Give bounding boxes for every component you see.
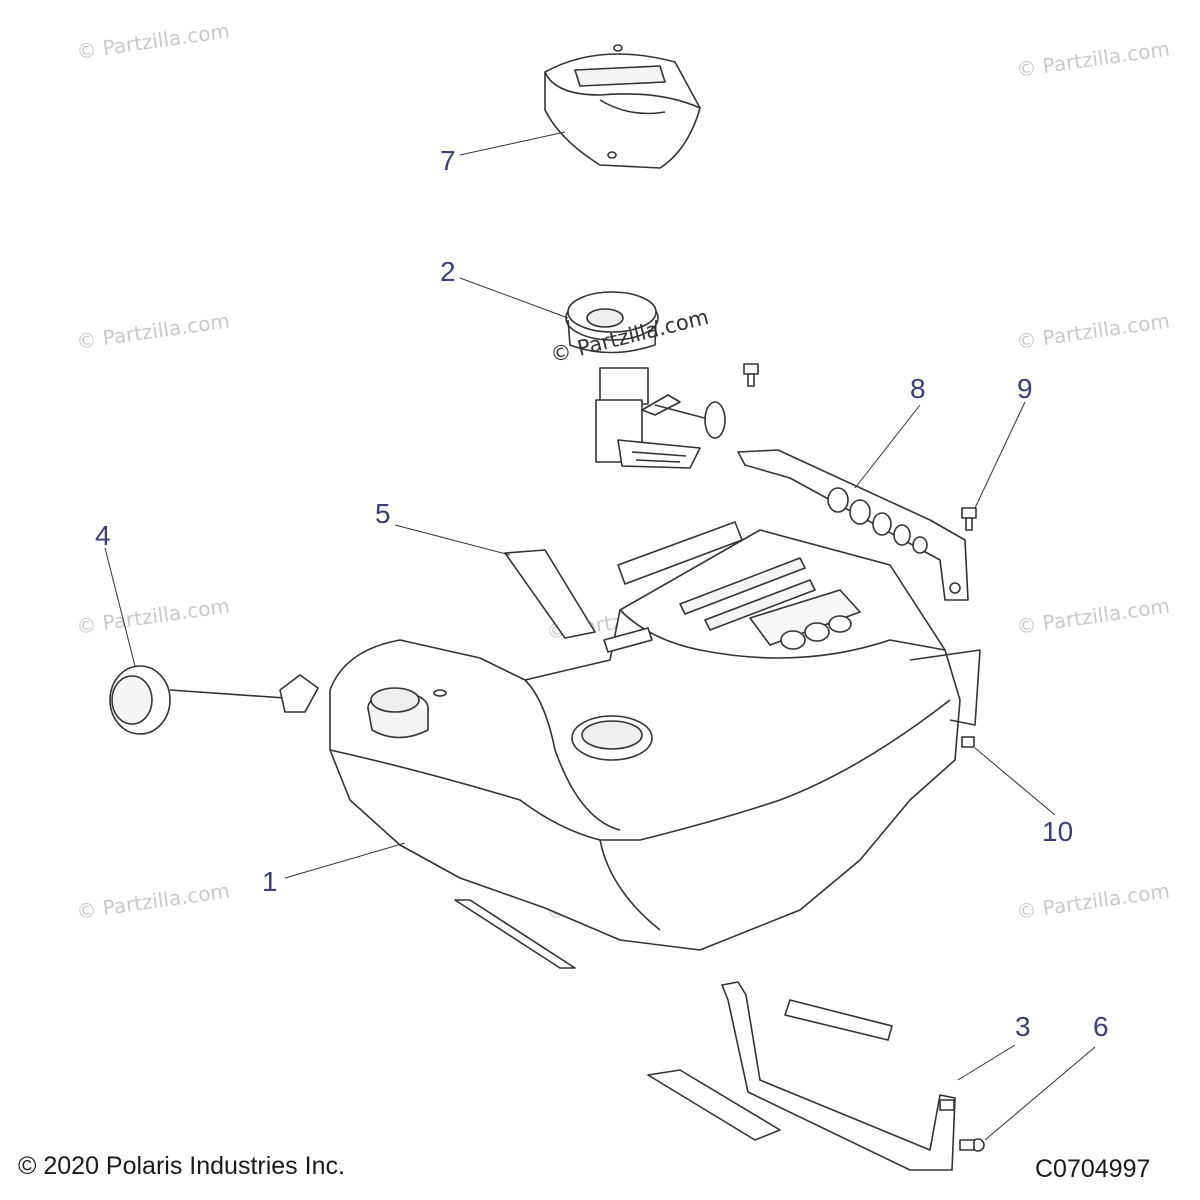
tank-strap bbox=[647, 981, 956, 1171]
callout-2[interactable]: 2 bbox=[440, 256, 456, 287]
diagram-code: C0704997 bbox=[1035, 1155, 1151, 1183]
callout-1[interactable]: 1 bbox=[262, 866, 278, 897]
callout-4[interactable]: 4 bbox=[95, 520, 111, 551]
bolt-9 bbox=[961, 507, 977, 531]
leader-lines bbox=[104, 131, 1096, 1141]
fuel-pump-cover bbox=[544, 44, 701, 169]
bolt bbox=[743, 363, 759, 387]
callout-10[interactable]: 10 bbox=[1042, 816, 1074, 847]
fuel-pump-assembly bbox=[565, 291, 726, 469]
callout-6[interactable]: 6 bbox=[1093, 1011, 1109, 1042]
tank-bracket bbox=[737, 449, 969, 601]
nut-10 bbox=[961, 736, 975, 748]
bolt-6 bbox=[959, 1138, 985, 1152]
fuel-cap bbox=[109, 665, 447, 735]
callout-7[interactable]: 7 bbox=[440, 145, 456, 176]
tank-pads bbox=[454, 521, 743, 969]
copyright-notice: © 2020 Polaris Industries Inc. bbox=[18, 1152, 345, 1180]
fuel-tank bbox=[329, 529, 981, 951]
callout-3[interactable]: 3 bbox=[1015, 1011, 1031, 1042]
callout-8[interactable]: 8 bbox=[910, 373, 926, 404]
callout-5[interactable]: 5 bbox=[375, 498, 391, 529]
callout-9[interactable]: 9 bbox=[1017, 373, 1033, 404]
